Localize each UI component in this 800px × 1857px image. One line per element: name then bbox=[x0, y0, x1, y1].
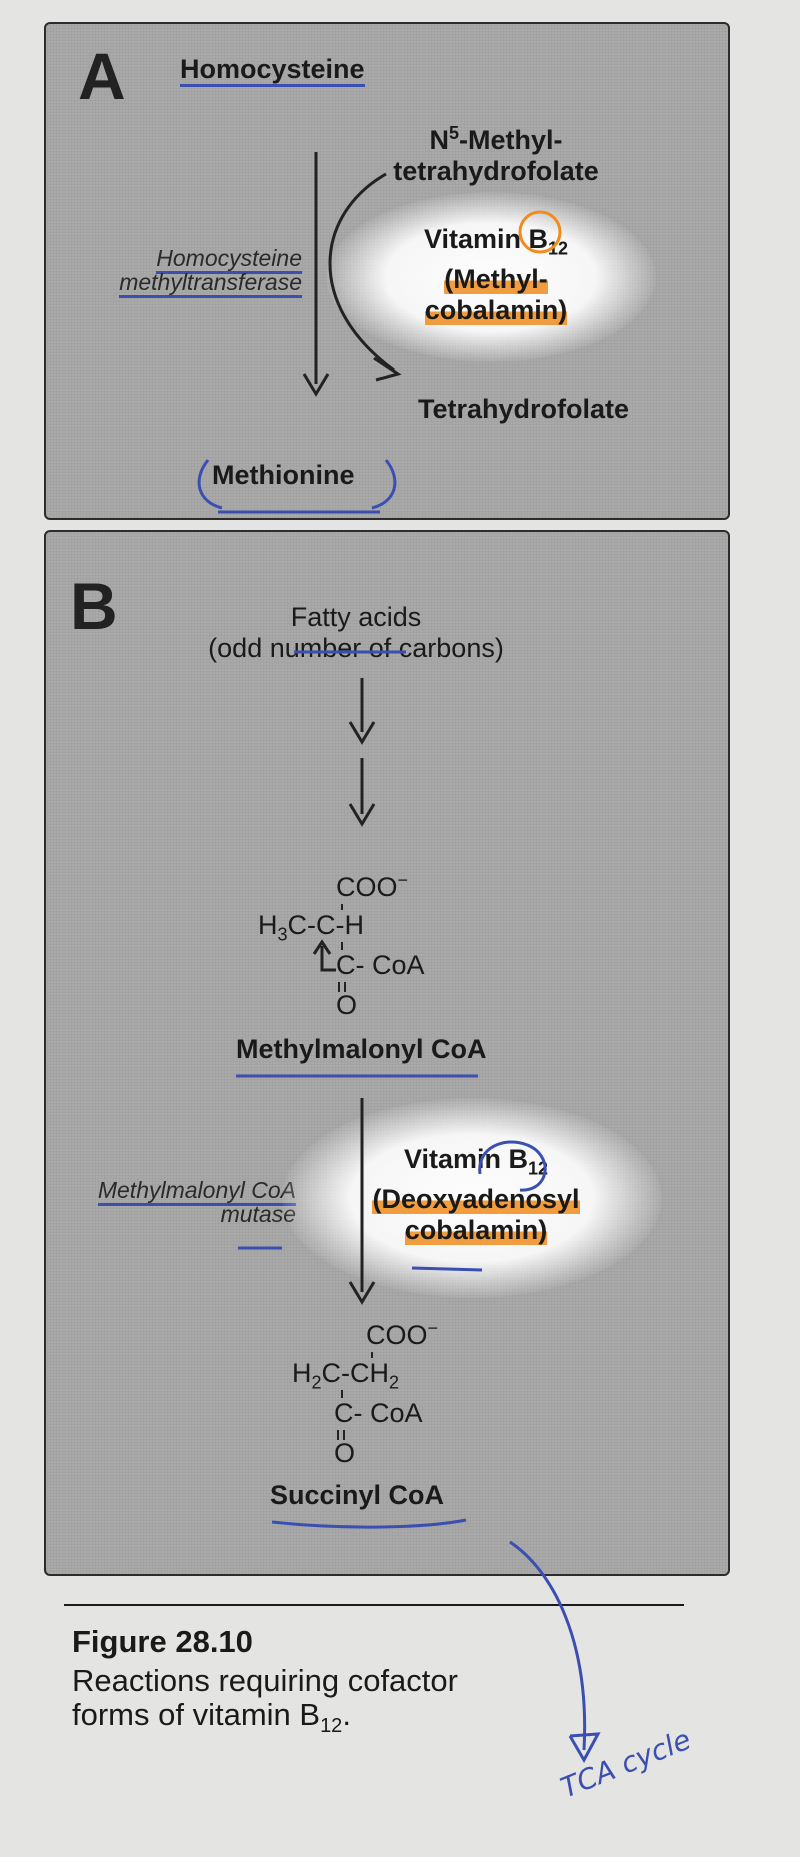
substrate-homocysteine: Homocysteine bbox=[180, 54, 365, 87]
cofactor-methylcobalamin: Vitamin B12 (Methyl- cobalamin) bbox=[423, 224, 569, 326]
cobalamin-underline bbox=[411, 1266, 483, 1272]
panel-b-arrows bbox=[236, 650, 547, 1529]
figure-caption: Reactions requiring cofactor forms of vi… bbox=[72, 1663, 458, 1738]
methyl-shift-arrow bbox=[320, 946, 336, 972]
panel-a-letter: A bbox=[78, 39, 126, 113]
source-fatty-acids: Fatty acids (odd number of carbons) bbox=[208, 602, 504, 663]
methyl-shift-arrowhead bbox=[312, 939, 332, 955]
cosubstrate-curved-arrow bbox=[328, 172, 395, 372]
succ-row3: C- CoA bbox=[334, 1398, 423, 1428]
succ-row2: H2C-CH2 bbox=[292, 1358, 400, 1393]
odd-fa-arrowhead-1 bbox=[348, 721, 376, 745]
figure-number: Figure 28.10 bbox=[72, 1624, 253, 1659]
odd-fa-arrowhead-2 bbox=[348, 803, 376, 827]
b12-circle-mark bbox=[518, 210, 562, 254]
mmcoa-row3: C- CoA bbox=[336, 950, 425, 980]
enzyme-methylmalonyl-coa-mutase: Methylmalonyl CoA mutase bbox=[97, 1177, 296, 1227]
mutase-arrowhead bbox=[348, 1281, 376, 1305]
panel-a: A Homocysteine N5-Methyl- tetrahydrofola… bbox=[44, 22, 730, 520]
methionine-bracket-left bbox=[197, 459, 223, 510]
b12-circle-mark-b bbox=[478, 1140, 547, 1192]
product-succinyl-coa: Succinyl CoA bbox=[270, 1480, 445, 1510]
donor-methyl-thf: N5-Methyl- tetrahydrofolate bbox=[393, 123, 599, 186]
hand-arrow-to-tca bbox=[509, 1540, 587, 1751]
panel-b: B Fatty acids (odd number of carbons) CO… bbox=[44, 530, 730, 1576]
panel-b-letter: B bbox=[70, 569, 118, 643]
mmcoa-row2: H3C-C-H bbox=[258, 910, 364, 945]
succ-coo: COO− bbox=[366, 1318, 439, 1350]
cosubstrate-arrowhead bbox=[373, 356, 402, 382]
succ-row4: O bbox=[334, 1438, 356, 1468]
caption-rule bbox=[64, 1604, 684, 1606]
methionine-bracket-right bbox=[371, 459, 397, 510]
hand-arrowhead bbox=[568, 1732, 601, 1764]
cofactor-deoxyadenosylcobalamin: Vitamin B12 (Deoxyadenosyl cobalamin) bbox=[372, 1144, 580, 1246]
mmcoa-row4: O bbox=[336, 990, 358, 1020]
product-methionine: Methionine bbox=[212, 460, 355, 490]
main-reaction-arrowhead bbox=[302, 373, 330, 397]
succinyl-underline bbox=[271, 1518, 467, 1529]
intermediate-methylmalonyl-coa: Methylmalonyl CoA bbox=[236, 1034, 487, 1064]
panel-a-arrows bbox=[197, 152, 562, 514]
byproduct-tetrahydrofolate: Tetrahydrofolate bbox=[418, 394, 630, 424]
enzyme-homocysteine-methyltransferase: Homocysteine methyltransferase bbox=[52, 245, 302, 298]
mmcoa-coo: COO− bbox=[336, 870, 409, 902]
